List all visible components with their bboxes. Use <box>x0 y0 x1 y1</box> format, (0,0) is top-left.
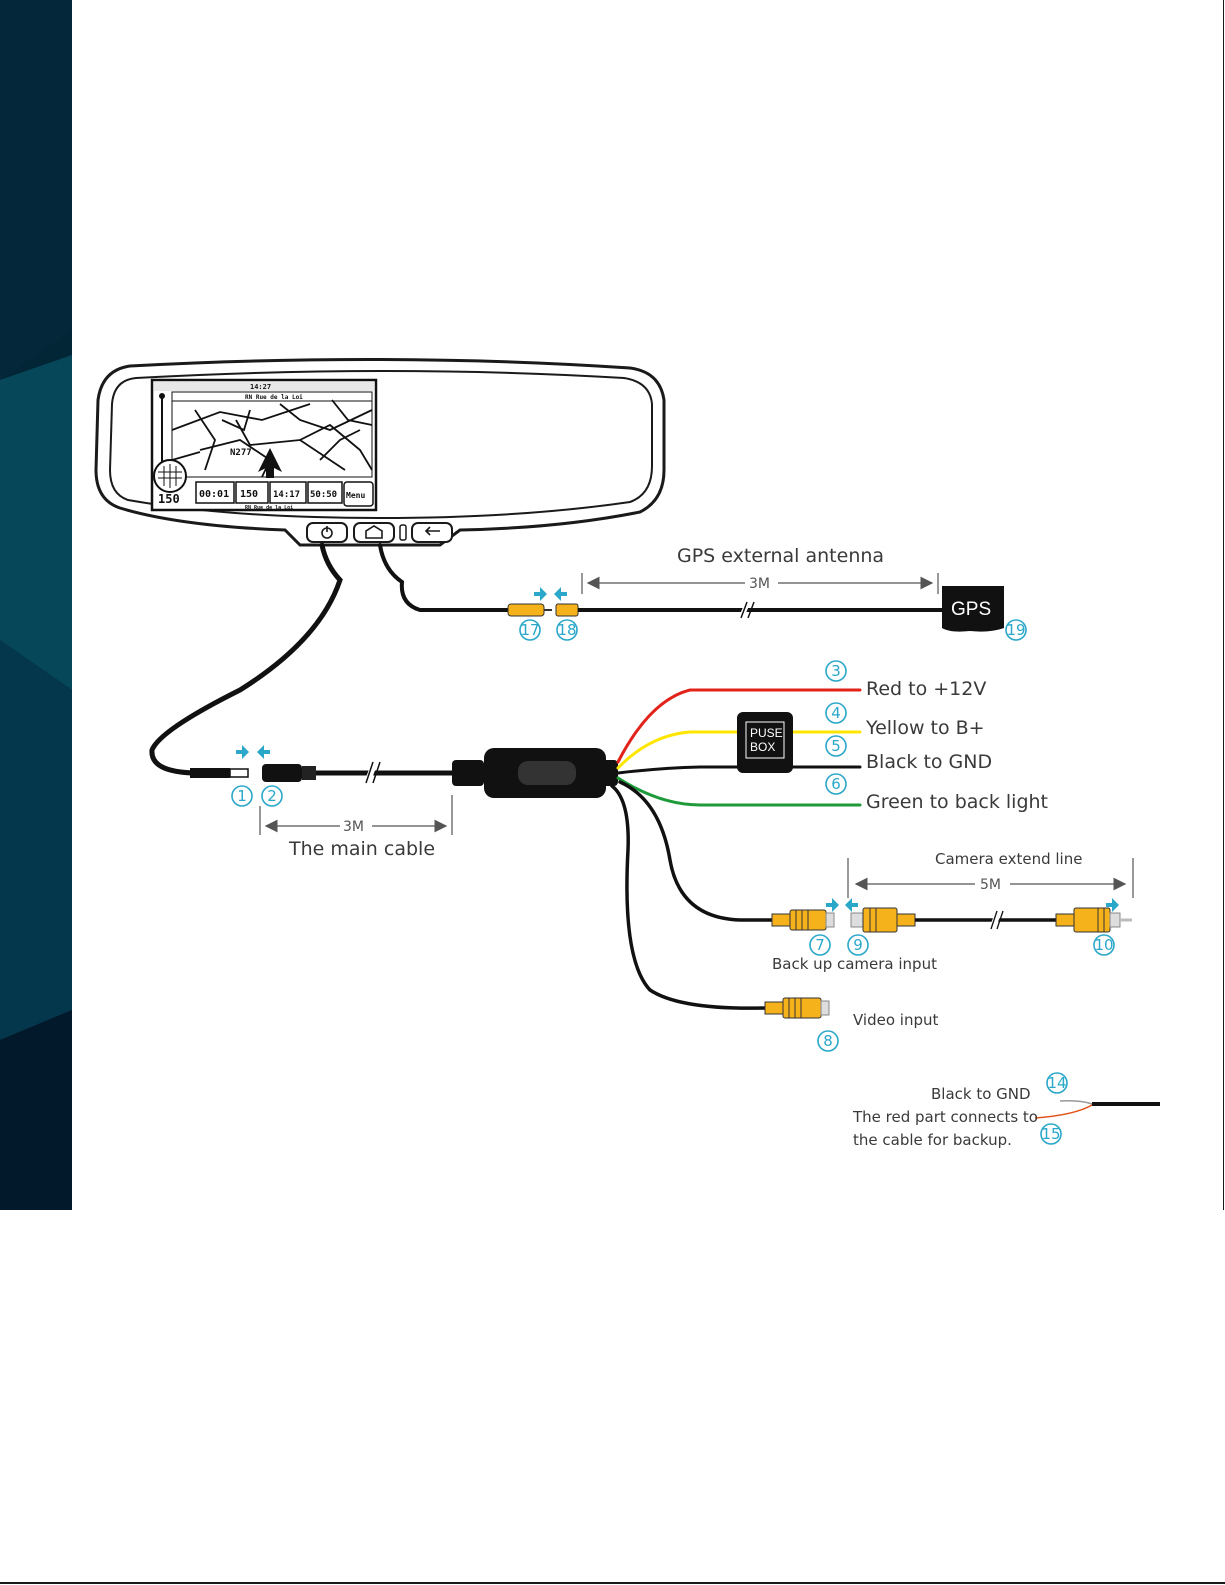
callout-5: 5 <box>831 737 841 755</box>
screen-menu-button: Menu <box>346 491 365 500</box>
main-cable <box>190 748 618 798</box>
connect-arrow-right-icon <box>534 587 547 601</box>
black-gnd-small-label: Black to GND <box>931 1085 1031 1103</box>
callout-18-circle <box>556 619 578 641</box>
callout-4: 4 <box>831 704 841 722</box>
callout-5-circle <box>825 735 847 757</box>
red-wire-label: Red to +12V <box>866 678 986 700</box>
callout-7: 7 <box>815 936 825 954</box>
fuse-box-line2: BOX <box>750 740 775 754</box>
screen-top-time: 14:27 <box>250 383 271 391</box>
connect-arrow-left-icon <box>554 587 567 601</box>
callout-9-circle <box>847 934 869 956</box>
callout-2: 2 <box>267 787 277 805</box>
callout-6: 6 <box>831 775 841 793</box>
callout-17: 17 <box>520 621 539 639</box>
main-cable-label: The main cable <box>288 838 435 860</box>
callout-8-circle <box>817 1030 839 1052</box>
screen-street-bottom: RN Rue de la Loi <box>245 505 293 511</box>
screen-cell-3: 14:17 <box>273 490 300 500</box>
connect-arrow-right-icon <box>826 898 839 912</box>
black-wire-label: Black to GND <box>866 751 992 773</box>
mirror-cables <box>149 542 512 776</box>
backup-camera-label: Back up camera input <box>772 955 937 973</box>
callout-18: 18 <box>557 621 576 639</box>
home-button <box>353 522 395 543</box>
gps-antenna-label: GPS external antenna <box>677 545 884 567</box>
gps-module-label: GPS <box>951 599 991 620</box>
callout-9: 9 <box>853 936 863 954</box>
callout-17-circle <box>519 619 541 641</box>
rca-connector-8 <box>764 997 830 1019</box>
indicator-light <box>399 524 407 541</box>
connect-arrow-left-icon <box>257 745 270 759</box>
callout-15-circle <box>1040 1123 1062 1145</box>
navigation-arrow-icon <box>258 448 282 472</box>
callout-6-circle <box>825 773 847 795</box>
callout-1: 1 <box>237 787 247 805</box>
callout-3: 3 <box>831 662 841 680</box>
callout-4-circle <box>825 702 847 724</box>
back-button <box>411 522 453 543</box>
gps-length: 3M <box>749 576 770 592</box>
page-right-border <box>1223 0 1224 1210</box>
sidebar-panel <box>0 0 72 1210</box>
callout-15: 15 <box>1041 1125 1060 1143</box>
home-icon <box>365 525 383 539</box>
connect-arrow-left-icon <box>845 898 858 912</box>
callout-10: 10 <box>1094 936 1113 954</box>
back-icon <box>424 526 440 536</box>
camera-extend-length: 5M <box>980 877 1001 893</box>
screen-cell-1: 00:01 <box>199 489 229 500</box>
callout-19: 19 <box>1006 621 1025 639</box>
main-length: 3M <box>343 819 364 835</box>
red-part-line2: the cable for backup. <box>853 1131 1012 1149</box>
video-input-label: Video input <box>853 1011 938 1029</box>
green-wire-label: Green to back light <box>866 791 1048 813</box>
callout-14-circle <box>1046 1072 1068 1094</box>
screen-speed: 150 <box>158 492 180 506</box>
callout-3-circle <box>825 660 847 682</box>
red-part-line1: The red part connects to <box>852 1108 1038 1126</box>
connect-arrow-right-icon <box>236 745 249 759</box>
sidebar-facets <box>0 0 72 1210</box>
screen-street-top: RN Rue de la Loi <box>245 394 303 401</box>
page-bottom-line <box>0 1582 1225 1584</box>
callout-2-circle <box>261 785 283 807</box>
screen-road-label: N277 <box>230 448 252 458</box>
fuse-box-line1: PUSE <box>750 726 783 740</box>
callout-14: 14 <box>1047 1074 1066 1092</box>
navigation-screen: 14:27 RN Rue de la Loi N277 150 <box>150 378 378 512</box>
callout-10-circle <box>1093 934 1115 956</box>
yellow-wire-label: Yellow to B+ <box>865 717 985 739</box>
camera-extend-label: Camera extend line <box>935 850 1082 868</box>
connect-arrow-right-icon <box>1106 898 1119 912</box>
callout-8: 8 <box>823 1032 833 1050</box>
gps-antenna-cable <box>507 586 1004 632</box>
callout-1-circle <box>231 785 253 807</box>
video-cables <box>610 780 777 1010</box>
camera-extend-cable <box>850 907 1132 933</box>
screen-cell-2: 150 <box>240 489 258 500</box>
power-wires <box>616 688 862 807</box>
backup-wire-detail <box>1034 1100 1160 1119</box>
rca-connector-7 <box>771 909 835 931</box>
callout-7-circle <box>809 934 831 956</box>
power-button <box>306 522 348 543</box>
callout-19-circle <box>1005 619 1027 641</box>
screen-cell-4: 50:50 <box>310 490 337 500</box>
